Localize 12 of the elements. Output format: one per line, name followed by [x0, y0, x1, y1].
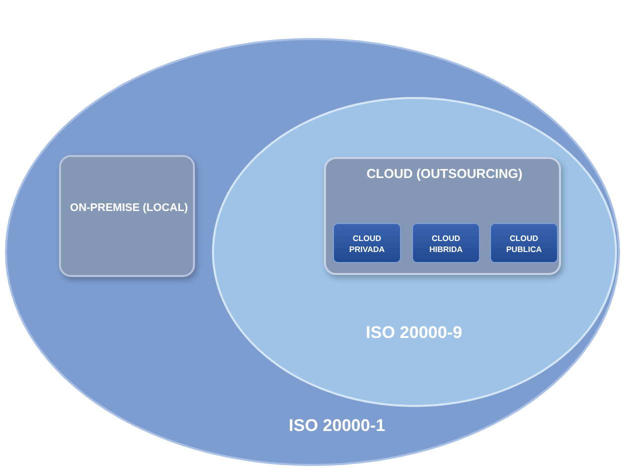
rounded-panel — [324, 157, 561, 275]
node-label: ON-PREMISE (LOCAL) — [69, 201, 189, 216]
category-box — [490, 223, 558, 263]
rounded-panel — [59, 155, 195, 277]
category-box — [412, 223, 480, 263]
category-box — [333, 223, 401, 263]
node-label: ISO 20000-1 — [288, 415, 386, 437]
node-label: CLOUD PRIVADA — [348, 233, 386, 255]
node-label: CLOUD (OUTSOURCING) — [366, 165, 524, 183]
node-label: CLOUD PUBLICA — [505, 233, 543, 255]
node-label: ISO 20000-9 — [364, 322, 464, 344]
node-label: CLOUD HIBRIDA — [428, 233, 464, 255]
